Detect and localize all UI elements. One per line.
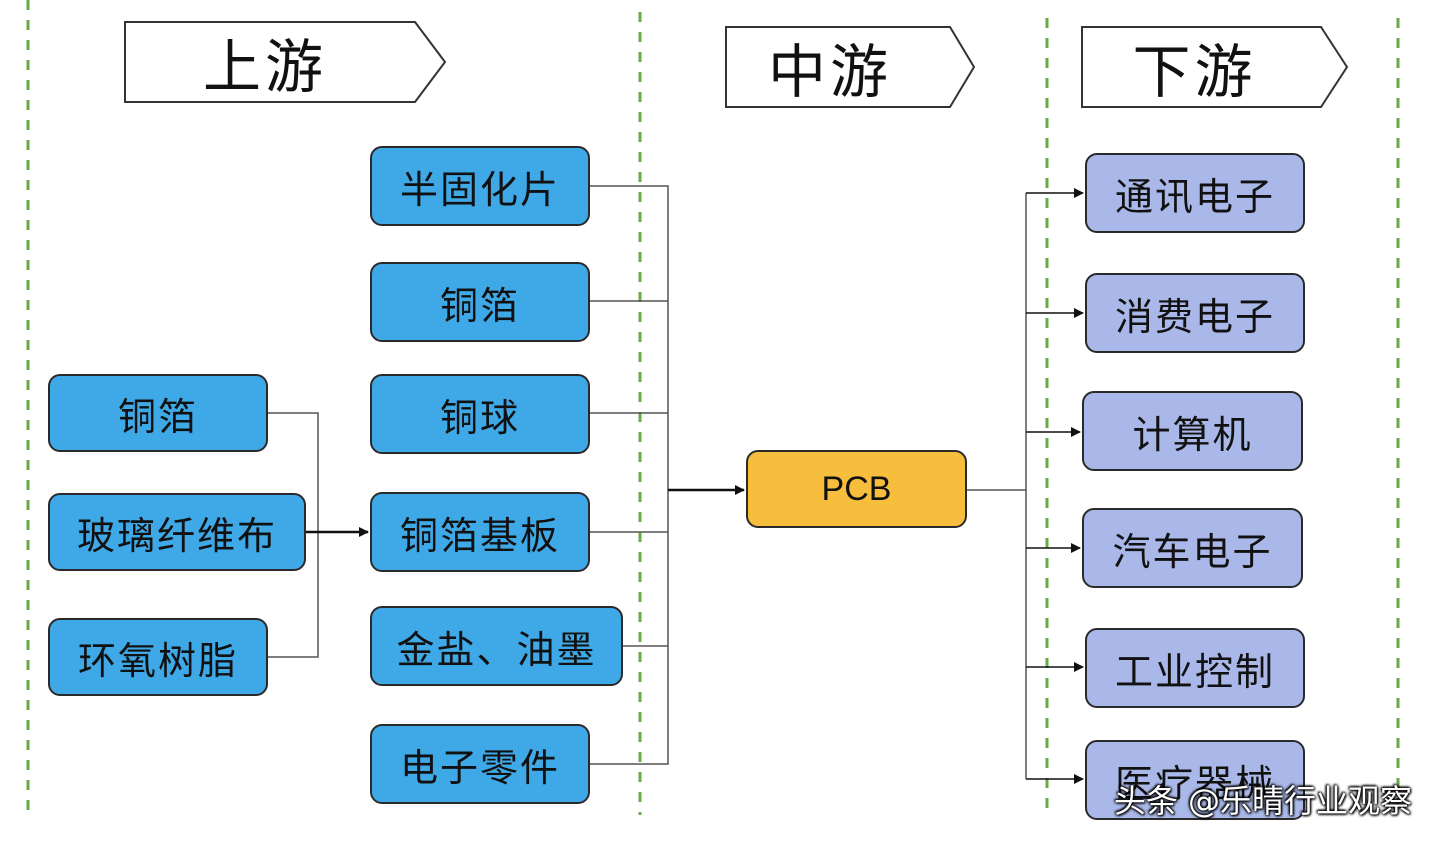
material-node-copper-ball: 铜球 [370,374,590,454]
stage-header-midstream-label: 中游 [767,38,892,106]
midstream-node-pcb: PCB [746,450,967,528]
application-node-communication-electronics: 通讯电子 [1085,153,1305,233]
application-connectors [967,188,1084,784]
application-node-industrial-control: 工业控制 [1085,628,1305,708]
material-node-prepreg: 半固化片 [370,146,590,226]
input-node-glass-fiber-cloth: 玻璃纤维布 [48,493,306,571]
stage-header-midstream: 中游 [725,26,976,108]
stage-header-upstream-label: 上游 [202,33,327,101]
input-connectors [268,412,369,658]
material-node-copper-clad-laminate: 铜箔基板 [370,492,590,572]
application-node-consumer-electronics: 消费电子 [1085,273,1305,353]
material-node-electronic-components: 电子零件 [370,724,590,804]
application-node-computers: 计算机 [1082,391,1303,471]
stage-header-downstream: 下游 [1081,26,1349,108]
material-node-copper-foil: 铜箔 [370,262,590,342]
input-node-copper-foil: 铜箔 [48,374,268,452]
source-watermark: 头条 @乐晴行业观察 [1113,782,1412,820]
input-node-epoxy-resin: 环氧树脂 [48,618,268,696]
application-node-automotive-electronics: 汽车电子 [1082,508,1303,588]
application-node-medical-devices: 医疗器械 [1085,740,1305,820]
material-connectors [590,185,745,765]
stage-header-upstream: 上游 [124,21,447,103]
material-node-gold-salt-ink: 金盐、油墨 [370,606,623,686]
stage-header-downstream-label: 下游 [1132,38,1257,106]
